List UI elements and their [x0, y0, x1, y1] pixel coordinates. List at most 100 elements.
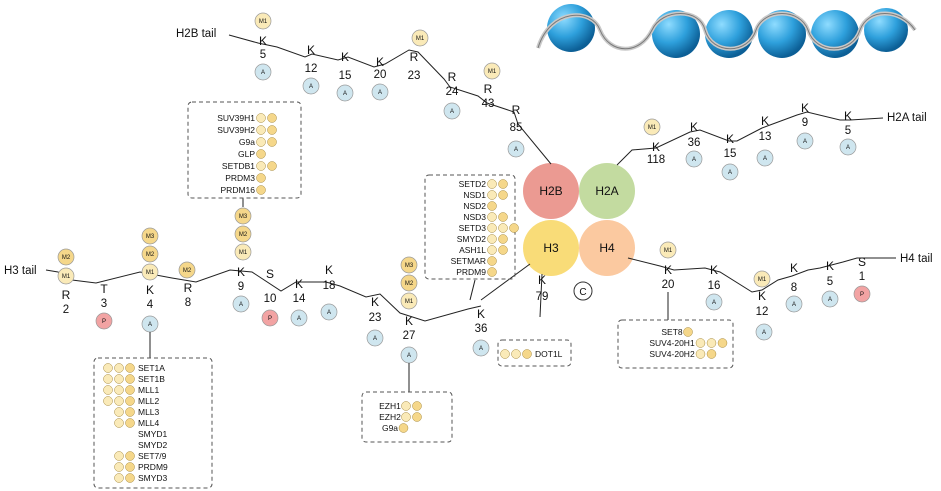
residue-pos: 9 — [802, 117, 808, 129]
residue-aa: K — [652, 140, 660, 154]
methyl-chip-icon — [398, 423, 409, 433]
residue-pos: 12 — [305, 63, 318, 75]
residue-pos: 14 — [293, 293, 306, 305]
h2b-k20: K 20 A — [371, 55, 389, 101]
h4-k20: M1 K 20 — [659, 241, 677, 320]
residue-aa: K — [664, 263, 672, 277]
residue-aa: K — [538, 273, 546, 287]
methyl-chip-icon — [125, 396, 135, 406]
h2a-k36: K 36 A — [685, 120, 703, 168]
methyl-chip-icon — [498, 245, 508, 255]
methyl-chip-icon — [103, 396, 113, 406]
mark-label: A — [239, 302, 243, 308]
residue-pos: 13 — [759, 131, 772, 143]
methyl-chip-icon — [125, 385, 135, 395]
residue-aa: R — [62, 288, 71, 302]
mark-label: A — [479, 346, 483, 352]
residue-aa: K — [690, 120, 698, 134]
h2a-k13: K 13 A — [756, 114, 774, 167]
mark-label: M1 — [62, 274, 71, 280]
residue-aa: K — [405, 314, 413, 328]
residue-pos: 10 — [264, 293, 277, 305]
enzyme-box-frame — [617, 319, 734, 369]
methyl-chip-icon — [114, 385, 124, 395]
mark-ph — [95, 312, 113, 330]
mark-label: A — [514, 147, 518, 153]
enzyme-box-frame — [187, 101, 302, 199]
enzyme-box-frame — [497, 339, 572, 367]
h4-s1: S 1 P — [853, 255, 871, 303]
core-h4-label: H4 — [599, 241, 615, 255]
h4-tail: H4 tail M1 K 20 K 16 A M1 K 12 A K 8 A — [627, 241, 933, 341]
mark-label: M1 — [146, 270, 155, 276]
methyl-chip-icon — [412, 412, 422, 422]
mark-label: P — [268, 316, 272, 322]
core-h2a — [579, 163, 635, 219]
mark-ac — [472, 339, 490, 357]
methyl-chip-icon — [487, 223, 497, 233]
methyl-chip-icon — [125, 363, 135, 373]
h3-k14: K 14 A — [290, 277, 308, 327]
h2a-tail-label: H2A tail — [887, 112, 927, 124]
methyl-chip-icon — [103, 363, 113, 373]
mark-ac — [254, 63, 272, 81]
enzyme-name: DOT1L — [535, 349, 563, 359]
residue-pos: 1 — [859, 271, 865, 283]
mark-ph — [853, 285, 871, 303]
enzyme-name: MLL1 — [138, 385, 160, 395]
mark-m3 — [400, 256, 418, 274]
methyl-chip-icon — [706, 349, 717, 359]
residue-pos: 79 — [536, 291, 549, 303]
enzyme-name: SET7/9 — [138, 451, 167, 461]
h2a-k118: M1 K 118 — [643, 118, 665, 166]
residue-aa: K — [726, 132, 734, 146]
h2b-tail: H2B tail M1 K 5 A K 12 A K 15 A K 20 A — [176, 12, 552, 165]
c-terminus-marker — [573, 281, 593, 301]
h2b-tail-label: H2B tail — [176, 28, 216, 40]
methyl-chip-icon — [114, 407, 124, 417]
methyl-chip-icon — [256, 173, 266, 183]
mark-m1 — [234, 243, 252, 261]
methyl-chip-icon — [125, 407, 135, 417]
h3-k79-link — [539, 273, 543, 318]
mark-m3 — [234, 207, 252, 225]
residue-aa: K — [307, 43, 315, 57]
enzyme-name: SMYD2 — [138, 440, 168, 450]
residue-pos: 24 — [446, 86, 459, 98]
nucleosome-bead — [758, 10, 806, 58]
mark-label: M1 — [239, 250, 248, 256]
mark-label: M1 — [648, 125, 657, 131]
residue-aa: K — [376, 55, 384, 69]
mark-ac — [366, 329, 384, 347]
enzyme-name: PRDM16 — [221, 185, 256, 195]
enzyme-list: SET1ASET1BMLL1MLL2MLL3MLL4SMYD1SMYD2SET7… — [103, 363, 168, 483]
methyl-chip-icon — [487, 190, 497, 200]
residue-aa: K — [341, 50, 349, 64]
nucleosome-bead — [864, 8, 908, 52]
mark-m1 — [753, 270, 771, 288]
h4-tail-label: H4 tail — [900, 253, 933, 265]
mark-label: A — [407, 353, 411, 359]
residue-pos: 85 — [510, 122, 523, 134]
methyl-chip-icon — [509, 223, 519, 233]
methyl-chip-icon — [487, 245, 497, 255]
methyl-chip-icon — [683, 327, 693, 337]
residue-aa: K — [710, 263, 718, 277]
methyl-chip-icon — [256, 161, 266, 171]
methyl-chip-icon — [256, 113, 266, 123]
mark-label: M2 — [239, 232, 248, 238]
enzyme-name: SETDB1 — [222, 161, 255, 171]
mark-ac — [756, 149, 774, 167]
methyl-chip-icon — [487, 179, 497, 189]
mark-m2 — [57, 248, 75, 266]
enzyme-name: ASH1L — [459, 245, 486, 255]
mark-label: A — [763, 156, 767, 162]
residue-pos: 23 — [369, 312, 382, 324]
residue-aa: R — [184, 281, 193, 295]
mark-m1 — [400, 292, 418, 310]
h3-k36: K 36 A — [469, 279, 490, 357]
